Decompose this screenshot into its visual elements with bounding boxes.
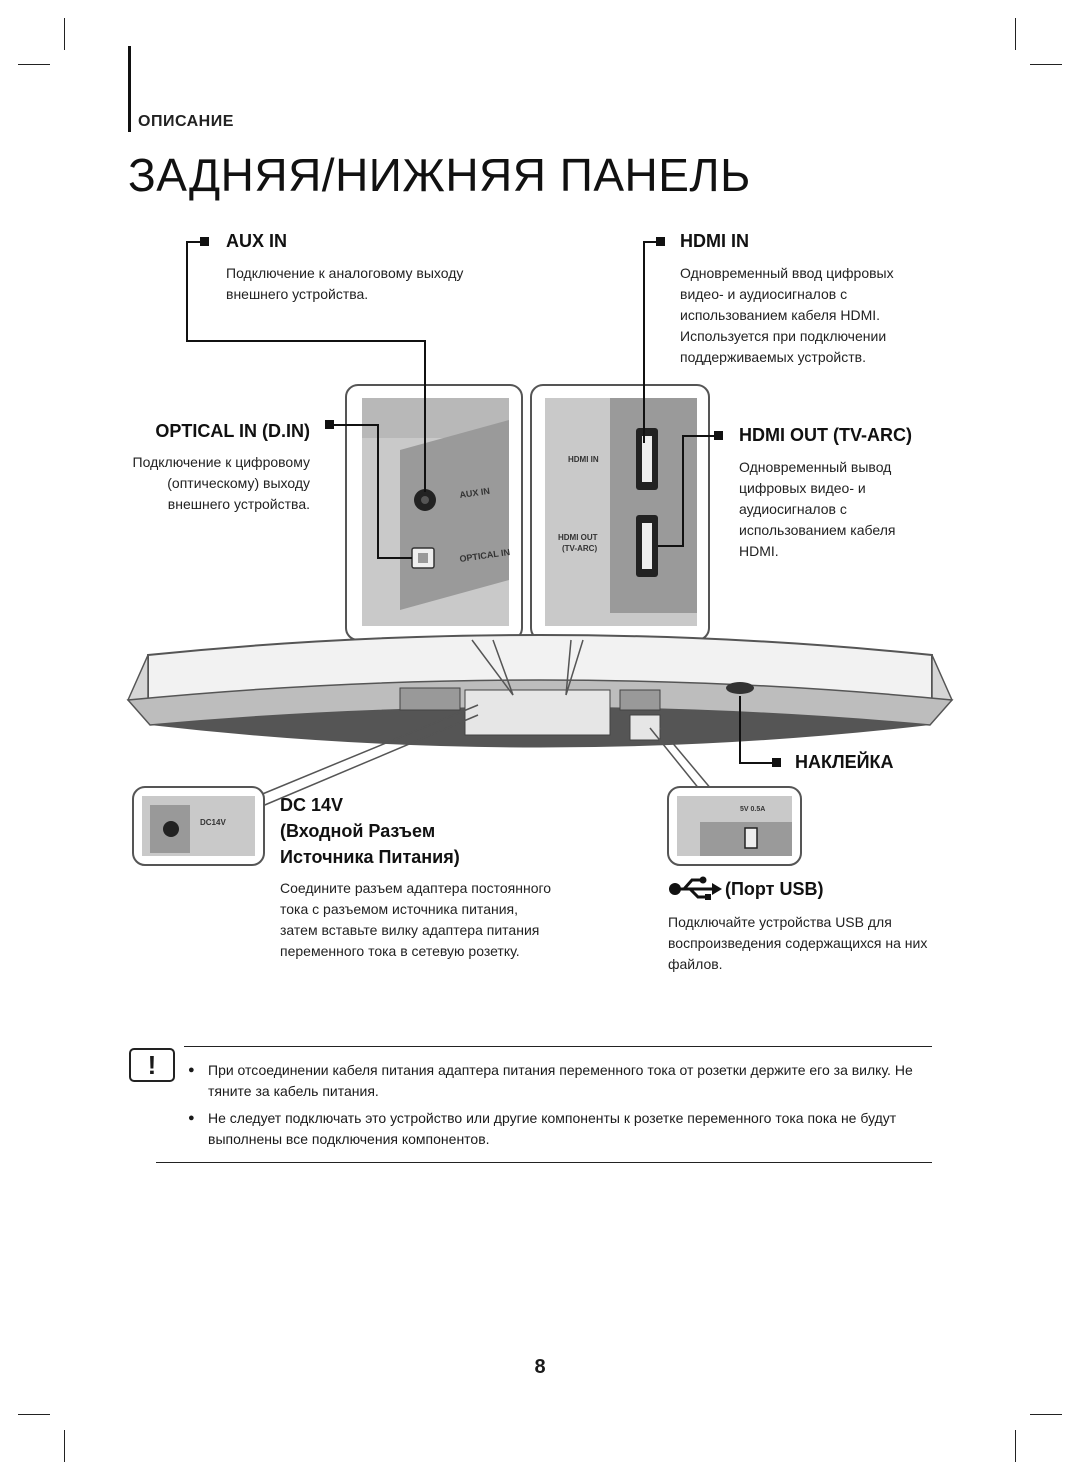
device-label-usb: 5V 0.5A [740,806,765,813]
section-label: ОПИСАНИЕ [138,113,234,130]
caution-icon-glyph: ! [147,1049,157,1080]
dc-closeup: DC14V [132,786,265,866]
device-label-hdmi-out: HDMI OUT [558,533,598,542]
hdmi-out-title: HDMI OUT (TV-ARC) [739,425,912,445]
notes: При отсоединении кабеля питания адаптера… [188,1060,923,1156]
crop-mark [1030,64,1062,65]
aux-in-desc: Подключение к аналоговому выходу внешнег… [226,265,464,302]
device-label-dc: DC14V [200,818,226,827]
device-diagram: AUX IN OPTICAL IN HDMI IN HDMI OUT (TV-A… [126,241,954,866]
dc-title-line3: Источника Питания) [280,847,460,867]
usb-desc: Подключайте устройства USB для воспроизв… [668,914,928,972]
hdmi-in-desc: Одновременный ввод цифровых видео- и ауд… [680,265,894,365]
note-item: Не следует подключать это устройство или… [188,1108,923,1150]
dc-desc: Соедините разъем адаптера постоянного то… [280,880,552,959]
optical-in-title: OPTICAL IN (D.IN) [155,421,310,441]
device-label-hdmi-in: HDMI IN [568,455,599,464]
note-item: При отсоединении кабеля питания адаптера… [188,1060,923,1102]
hdmi-out-desc: Одновременный вывод цифровых видео- и ау… [739,459,896,559]
aux-optical-closeup: AUX IN OPTICAL IN [345,384,523,641]
page-title: ЗАДНЯЯ/НИЖНЯЯ ПАНЕЛЬ [128,149,751,201]
optical-in-desc: Подключение к цифровому (оптическому) вы… [132,454,310,512]
crop-mark [1030,1414,1062,1415]
closeup-pointers [259,639,713,808]
dc-title-line1: DC 14V [280,795,344,815]
crop-mark [18,64,50,65]
caution-icon: ! [129,1048,175,1082]
label-title: НАКЛЕЙКА [795,752,894,772]
leader-lines [186,241,777,764]
device-label-aux: AUX IN [459,486,491,500]
label-sticker [726,682,754,694]
crop-mark [1015,18,1016,50]
hdmi-closeup: HDMI IN HDMI OUT (TV-ARC) [530,384,710,641]
notes-rule-top [184,1046,932,1047]
soundbar-body [126,634,954,748]
notes-rule-bottom [156,1162,932,1163]
aux-in-title: AUX IN [226,231,288,251]
usb-icon [668,876,722,902]
hdmi-in-title: HDMI IN [680,231,749,251]
usb-port [744,827,758,849]
bullet-square [656,237,665,246]
usb-closeup: 5V 0.5A [667,786,802,866]
dc-title-line2: (Входной Разъем [280,821,436,841]
section-bar [128,46,131,132]
page-number: 8 [534,1356,546,1378]
crop-mark [1015,1430,1016,1462]
device-label-tv-arc: (TV-ARC) [562,544,597,553]
bullet-square [325,420,334,429]
usb-title: (Порт USB) [725,879,824,899]
crop-mark [18,1414,50,1415]
dc-jack [163,821,179,837]
crop-mark [64,1430,65,1462]
crop-mark [64,18,65,50]
